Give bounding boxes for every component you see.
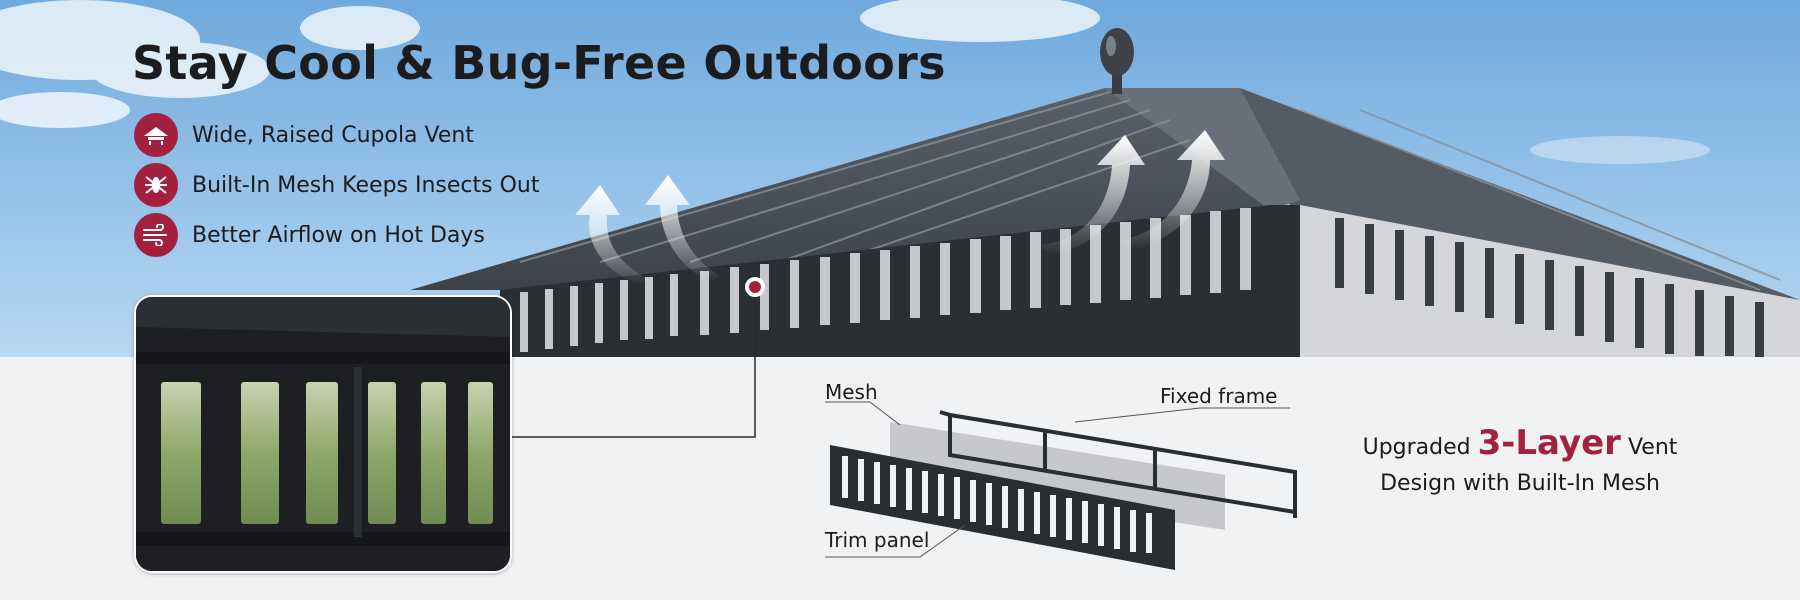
roof-left-slope (410, 88, 1300, 290)
feature-item: Better Airflow on Hot Days (134, 213, 485, 257)
caption-highlight: 3-Layer (1477, 423, 1621, 463)
trim-panel-label: Trim panel (825, 528, 930, 552)
wind-icon (134, 213, 178, 257)
fixed-frame-label: Fixed frame (1160, 384, 1278, 408)
vent-slats-right (1335, 218, 1764, 357)
caption-line-2: Design with Built-In Mesh (1380, 471, 1660, 496)
caption-prefix: Upgraded (1362, 435, 1471, 460)
gazebo-roof-scene (0, 0, 1800, 357)
feature-label: Built-In Mesh Keeps Insects Out (192, 172, 540, 198)
caption-suffix: Vent (1627, 435, 1678, 460)
vent-closeup-photo (134, 295, 512, 573)
vent-layer-diagram: Mesh Fixed frame Trim panel (815, 370, 1315, 590)
feature-item: Wide, Raised Cupola Vent (134, 113, 474, 157)
mosquito-icon (134, 163, 178, 207)
mesh-layer (890, 422, 1225, 530)
page-title: Stay Cool & Bug-Free Outdoors (132, 36, 946, 90)
design-caption: Upgraded 3-Layer Vent Design with Built-… (1330, 425, 1710, 502)
caption-line-1: Upgraded 3-Layer Vent (1330, 425, 1710, 466)
airflow-arrows (575, 130, 1225, 285)
finial (1100, 28, 1134, 94)
feature-label: Better Airflow on Hot Days (192, 222, 485, 248)
feature-item: Built-In Mesh Keeps Insects Out (134, 163, 539, 207)
cupola-roof-icon (134, 113, 178, 157)
roof-right-slope (1240, 88, 1800, 320)
feature-label: Wide, Raised Cupola Vent (192, 122, 474, 148)
mesh-label: Mesh (825, 380, 878, 404)
fixed-frame-layer (939, 410, 1297, 518)
clouds (0, 0, 1710, 164)
